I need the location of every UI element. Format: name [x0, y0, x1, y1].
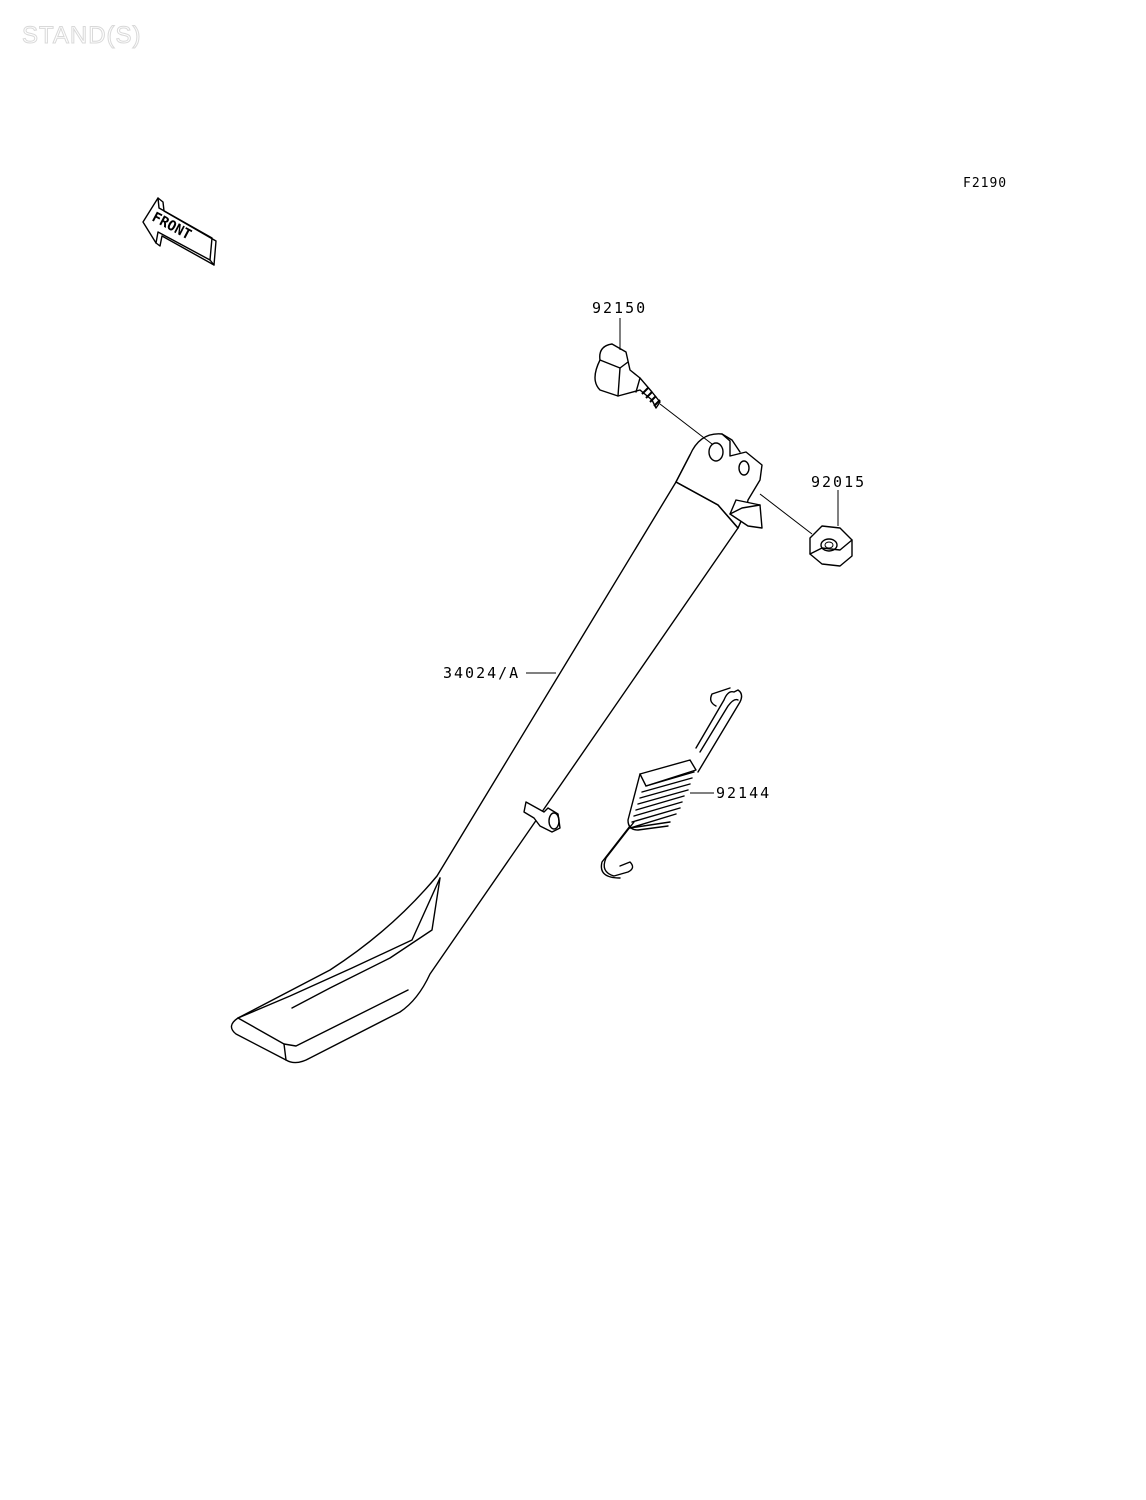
bolt-thread [641, 387, 661, 407]
spring-part [600, 687, 743, 879]
nut-part [809, 525, 853, 567]
bolt-part [594, 343, 661, 409]
side-stand-part [230, 433, 763, 1064]
part-number-bolt: 92150 [592, 299, 647, 317]
part-number-nut: 92015 [811, 473, 866, 491]
part-number-spring: 92144 [716, 784, 771, 802]
spring-coils [627, 759, 697, 831]
front-arrow-icon: FRONT [142, 197, 217, 266]
page-title: STAND(S) [22, 22, 142, 50]
part-number-side-stand: 34024/A [443, 664, 520, 682]
nut-axis-line [759, 493, 813, 535]
figure-code: F2190 [963, 176, 1008, 191]
bolt-axis-line [659, 403, 713, 445]
